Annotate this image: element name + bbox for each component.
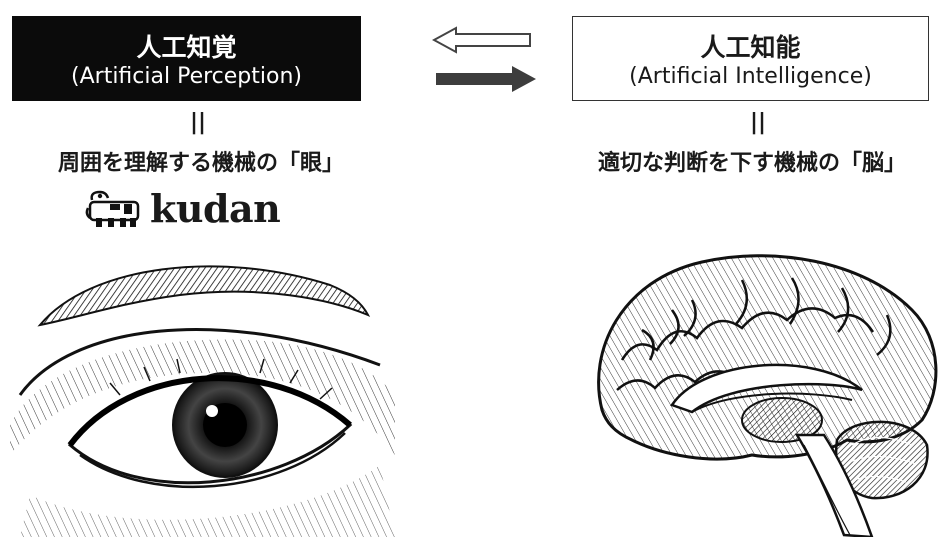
arrow-right-filled-icon [436, 66, 536, 92]
intelligence-description: 適切な判断を下す機械の「脳」 [597, 151, 906, 176]
artificial-intelligence-box: 人工知能 (Artificial Intelligence) [572, 16, 929, 101]
artificial-perception-box: 人工知覚 (Artificial Perception) [12, 16, 361, 101]
intelligence-subtitle: (Artificial Intelligence) [629, 64, 872, 89]
perception-description: 周囲を理解する機械の「眼」 [57, 151, 344, 176]
eye-illustration [10, 265, 395, 537]
arrow-left-outline-icon [432, 26, 531, 54]
kudan-wordmark: kudan [150, 186, 281, 231]
intelligence-title: 人工知能 [700, 33, 801, 62]
perception-subtitle: (Artificial Perception) [71, 64, 302, 89]
brain-illustration [597, 254, 938, 537]
right-equals-mark: || [749, 110, 767, 135]
left-equals-mark: || [189, 110, 207, 135]
kudan-logo: kudan [84, 186, 324, 232]
perception-title: 人工知覚 [136, 33, 237, 62]
elephant-logo-icon [85, 190, 140, 227]
